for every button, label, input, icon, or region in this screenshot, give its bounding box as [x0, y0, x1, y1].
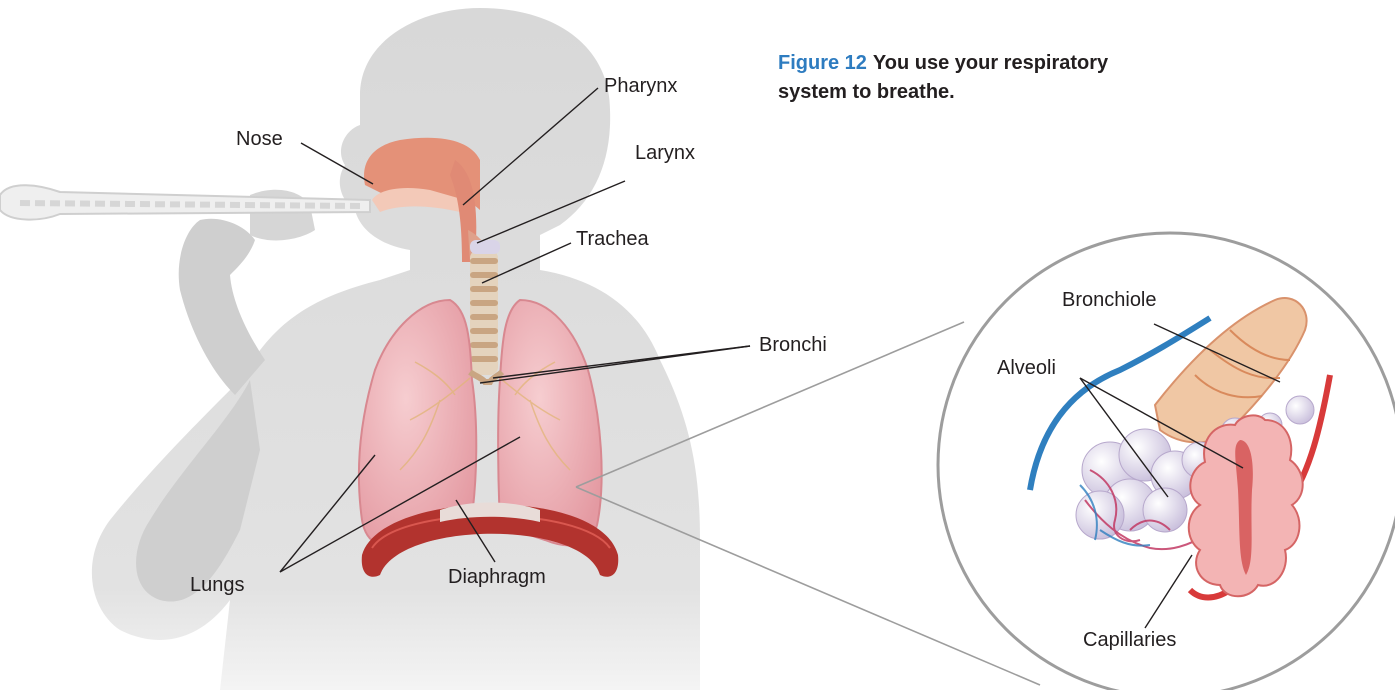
label-lungs: Lungs — [190, 573, 245, 597]
label-alveoli: Alveoli — [997, 356, 1056, 380]
label-bronchiole: Bronchiole — [1062, 288, 1157, 312]
label-nose: Nose — [236, 127, 283, 151]
label-larynx: Larynx — [635, 141, 695, 165]
label-capillaries: Capillaries — [1083, 628, 1176, 652]
trachea-shape — [470, 240, 500, 375]
label-diaphragm: Diaphragm — [448, 565, 546, 589]
breathing-tube — [0, 185, 370, 219]
alveoli-magnified — [938, 233, 1395, 690]
label-trachea: Trachea — [576, 227, 649, 251]
figure-label: Figure 12 — [778, 52, 867, 74]
label-pharynx: Pharynx — [604, 74, 677, 98]
label-bronchi: Bronchi — [759, 333, 827, 357]
